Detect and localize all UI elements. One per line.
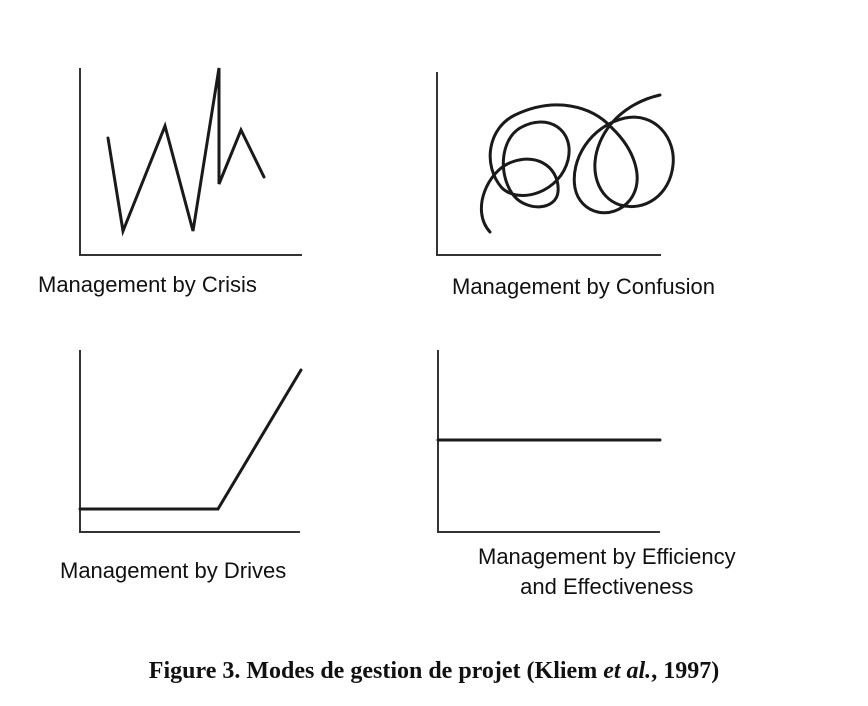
drives-graph — [78, 350, 303, 533]
drives-line — [78, 368, 303, 511]
efficiency-label-line1: Management by Efficiency — [478, 544, 736, 569]
panel-management-by-crisis: Management by Crisis — [0, 0, 434, 320]
confusion-graph — [436, 72, 675, 256]
confusion-scribble — [479, 93, 675, 234]
caption-prefix: Figure 3. Modes de gestion de projet (Kl… — [148, 658, 604, 684]
efficiency-graph — [436, 350, 662, 533]
drives-axes — [79, 350, 300, 533]
crisis-graph — [79, 67, 302, 256]
confusion-label: Management by Confusion — [452, 274, 715, 299]
efficiency-label: Management by Efficiency and Effectivene… — [478, 542, 736, 602]
panel-management-by-efficiency: Management by Efficiency and Effectivene… — [434, 320, 868, 620]
confusion-axes — [436, 72, 661, 256]
figure-caption: Figure 3. Modes de gestion de projet (Kl… — [0, 658, 868, 685]
crisis-label: Management by Crisis — [38, 272, 257, 297]
caption-suffix: , 1997) — [651, 658, 720, 684]
panel-management-by-confusion: Management by Confusion — [0, 0, 868, 320]
panel-management-by-drives: Management by Drives — [0, 320, 434, 620]
drives-label: Management by Drives — [60, 558, 287, 583]
crisis-line — [106, 67, 266, 237]
efficiency-axes — [437, 350, 660, 533]
caption-italic: et al. — [603, 658, 652, 684]
efficiency-label-line2: and Effectiveness — [520, 574, 694, 599]
crisis-axes — [79, 68, 302, 256]
